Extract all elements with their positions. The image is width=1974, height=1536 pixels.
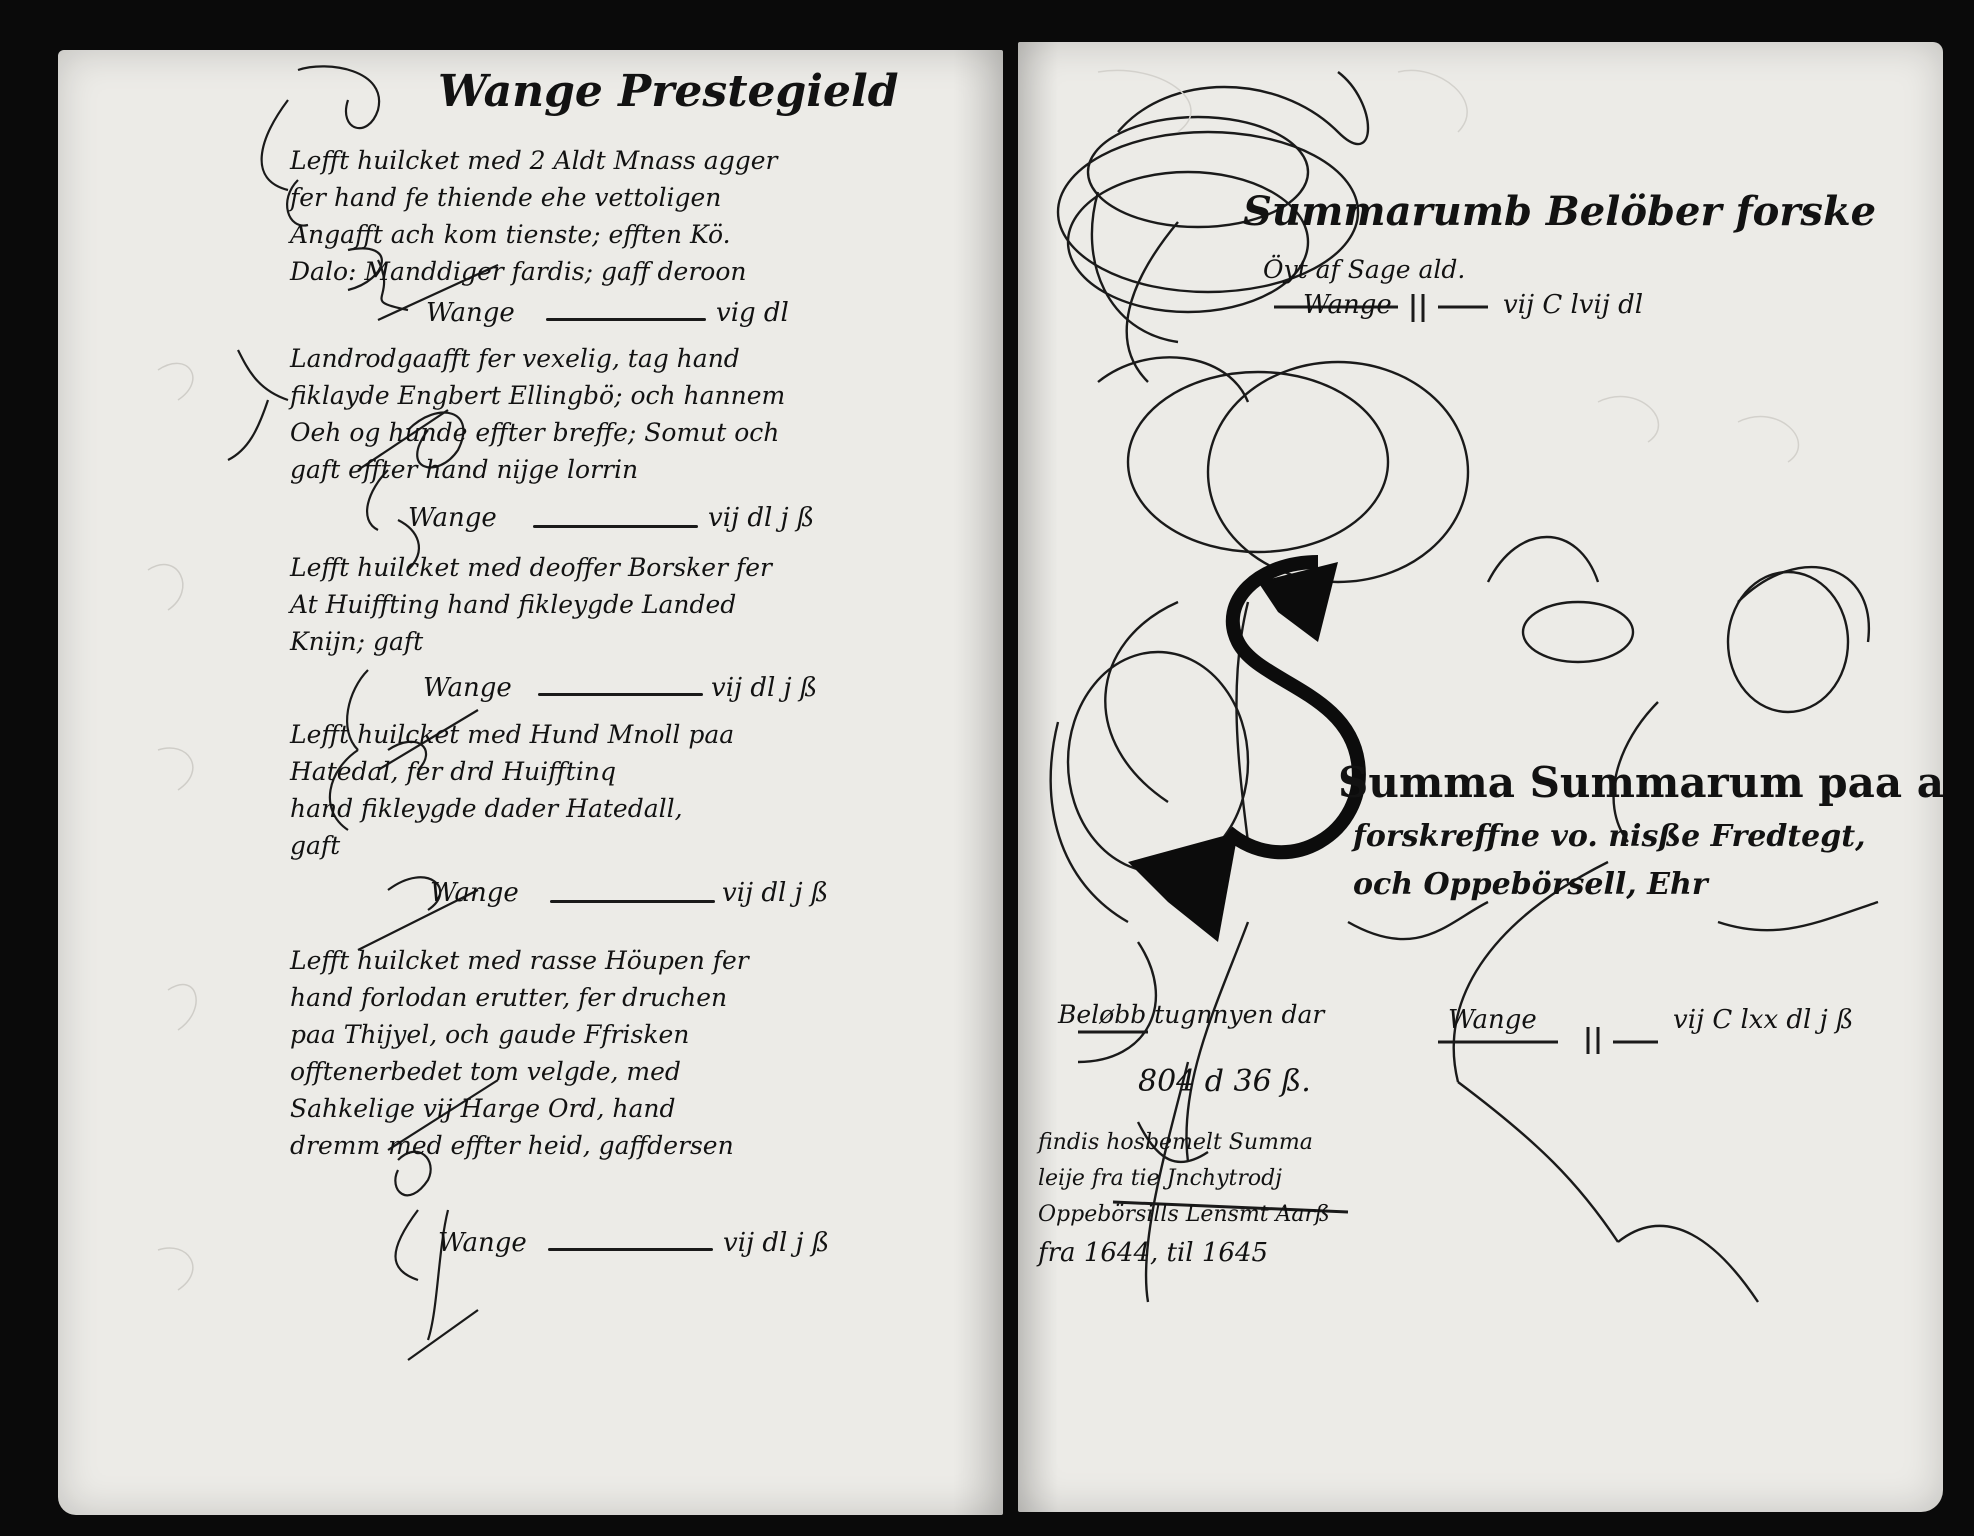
entry-line: Landrodgaafft fer vexelig, tag hand: [290, 344, 740, 373]
amount-value: vij dl j ß: [722, 878, 829, 908]
entry-line: Sahkelige vij Harge Ord, hand: [290, 1094, 676, 1123]
entry-line: Lefft huilcket med rasse Höupen fer: [290, 946, 749, 975]
summarum-amount-label: Wange: [1303, 290, 1392, 320]
amount-label: Wange: [430, 878, 519, 908]
entry-line: Lefft huilcket med Hund Mnoll paa: [290, 720, 735, 749]
note-line: fra 1644, til 1645: [1038, 1238, 1269, 1268]
entry-line: hand fikleygde dader Hatedall,: [290, 794, 683, 823]
entry-line: Lefft huilcket med 2 Aldt Mnass agger: [290, 146, 778, 175]
entry-line: gaft effter hand nijge lorrin: [290, 455, 639, 484]
entry-line: fer hand fe thiende ehe vettoligen: [290, 183, 722, 212]
entry-line: dremm med effter heid, gaffdersen: [290, 1131, 734, 1160]
note-line: Oppebörsills Lensmt Aarß: [1038, 1202, 1330, 1227]
summa-amount-value: vij C lxx dl j ß: [1673, 1005, 1854, 1035]
amount-rule: [548, 1248, 713, 1251]
amount-rule: [533, 525, 698, 528]
gutter-shadow: [1018, 42, 1058, 1512]
entry-line: Oeh og hunde effter breffe; Somut och: [290, 418, 780, 447]
amount-row: Wange vij dl j ß: [430, 878, 828, 920]
summarum-amount-value: vij C lvij dl: [1503, 290, 1644, 320]
summa-summarum-heading: Summa Summarum paa alld: [1338, 758, 1943, 807]
entry-line: Knijn; gaft: [290, 627, 424, 656]
amount-value: vij dl j ß: [708, 503, 815, 533]
amount-row: Wange vij dl j ß: [423, 673, 817, 715]
amount-row: Wange vij dl j ß: [408, 503, 814, 545]
entry-line: Hatedal, fer drd Huifftinq: [290, 757, 616, 786]
entry-line: hand forlodan erutter, fer druchen: [290, 983, 728, 1012]
entry-line: Angafft ach kom tienste; efften Kö.: [290, 220, 731, 249]
summarum-heading: Summarumb Belöber forske: [1243, 188, 1877, 235]
note-line: findis hosbemelt Summa: [1038, 1130, 1313, 1155]
amount-value: vig dl: [716, 298, 789, 328]
entry-line: Dalo: Manddiger fardis; gaff deroon: [290, 257, 747, 286]
amount-rule: [538, 693, 703, 696]
entry-line: paa Thijyel, och gaude Ffrisken: [290, 1020, 690, 1049]
entry-line: gaft: [290, 831, 341, 860]
gutter-shadow: [953, 50, 1003, 1515]
summarum-subline: Öyt af Sage ald.: [1263, 255, 1466, 284]
amount-rule: [550, 900, 715, 903]
summa-amount-label: Wange: [1448, 1005, 1537, 1035]
amount-row: Wange vig dl: [426, 298, 789, 340]
belob-total: 804 d 36 ß.: [1138, 1064, 1311, 1099]
entry-line: At Huiffting hand fikleygde Landed: [290, 590, 737, 619]
amount-row: Wange vij dl j ß: [438, 1228, 829, 1270]
amount-value: vij dl j ß: [723, 1228, 830, 1258]
entry-line: fiklayde Engbert Ellingbö; och hannem: [290, 381, 786, 410]
left-page: Wange Prestegield Lefft huilcket med 2 A…: [58, 50, 1003, 1515]
amount-label: Wange: [423, 673, 512, 703]
belob-line: Beløbb tugnnyen dar: [1058, 1000, 1325, 1029]
amount-value: vij dl j ß: [711, 673, 818, 703]
summa-subline: och Oppebörsell, Ehr: [1353, 867, 1708, 902]
amount-label: Wange: [408, 503, 497, 533]
note-line: leije fra tie Jnchytrodj: [1038, 1166, 1282, 1191]
summa-subline: forskreffne vo. nisße Fredtegt,: [1353, 819, 1866, 854]
entry-line: Lefft huilcket med deoffer Borsker fer: [290, 553, 772, 582]
amount-rule: [546, 318, 706, 321]
page-heading: Wange Prestegield: [438, 66, 899, 117]
right-page: Summarumb Belöber forske Öyt af Sage ald…: [1018, 42, 1943, 1512]
entry-line: offtenerbedet tom velgde, med: [290, 1057, 681, 1086]
amount-label: Wange: [426, 298, 515, 328]
amount-label: Wange: [438, 1228, 527, 1258]
